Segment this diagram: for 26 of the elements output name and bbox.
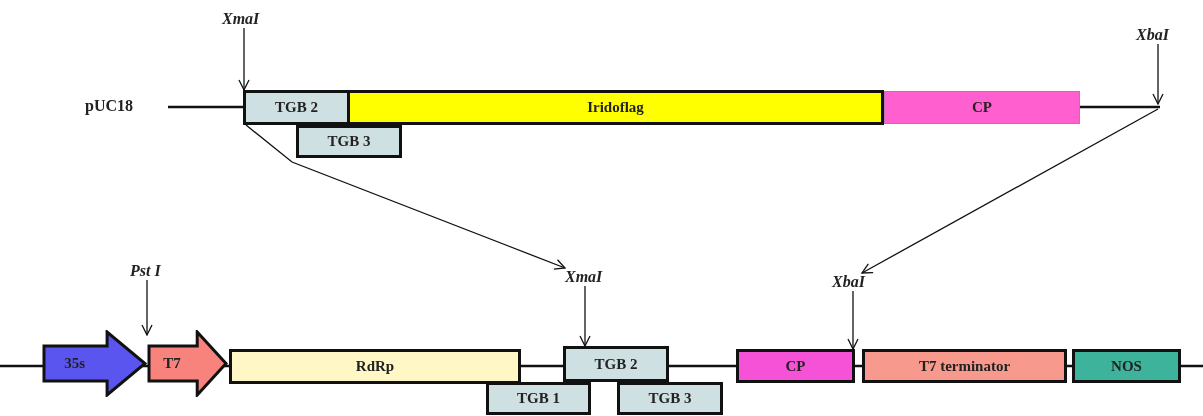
arrow	[847, 290, 859, 350]
gene-box: T7 terminator	[862, 349, 1067, 383]
restriction-site-label: XmaI	[565, 268, 603, 286]
arrow	[245, 124, 566, 270]
gene-box: CP	[736, 349, 855, 383]
restriction-site-label: XmaI	[222, 10, 260, 28]
arrow	[579, 285, 591, 347]
gene-box: TGB 1	[486, 382, 591, 415]
arrow	[141, 279, 153, 336]
gene-box: CP	[884, 91, 1080, 124]
restriction-site-label: Pst I	[130, 262, 161, 280]
gene-box: TGB 2	[243, 90, 350, 125]
arrow	[1152, 43, 1164, 105]
promoter-symbol: T7	[147, 330, 228, 397]
gene-box: RdRp	[229, 349, 521, 384]
arrow	[861, 108, 1159, 274]
gene-box: TGB 3	[296, 125, 402, 158]
restriction-site-label: XbaI	[1136, 26, 1169, 44]
gene-box: NOS	[1072, 349, 1181, 383]
gene-box: TGB 2	[563, 346, 669, 382]
vector-label: pUC18	[85, 97, 133, 115]
arrow	[238, 27, 250, 91]
gene-box: Iridoflag	[347, 90, 884, 125]
gene-box: TGB 3	[617, 382, 723, 415]
promoter-symbol: 35s	[42, 330, 147, 397]
restriction-site-label: XbaI	[832, 273, 865, 291]
